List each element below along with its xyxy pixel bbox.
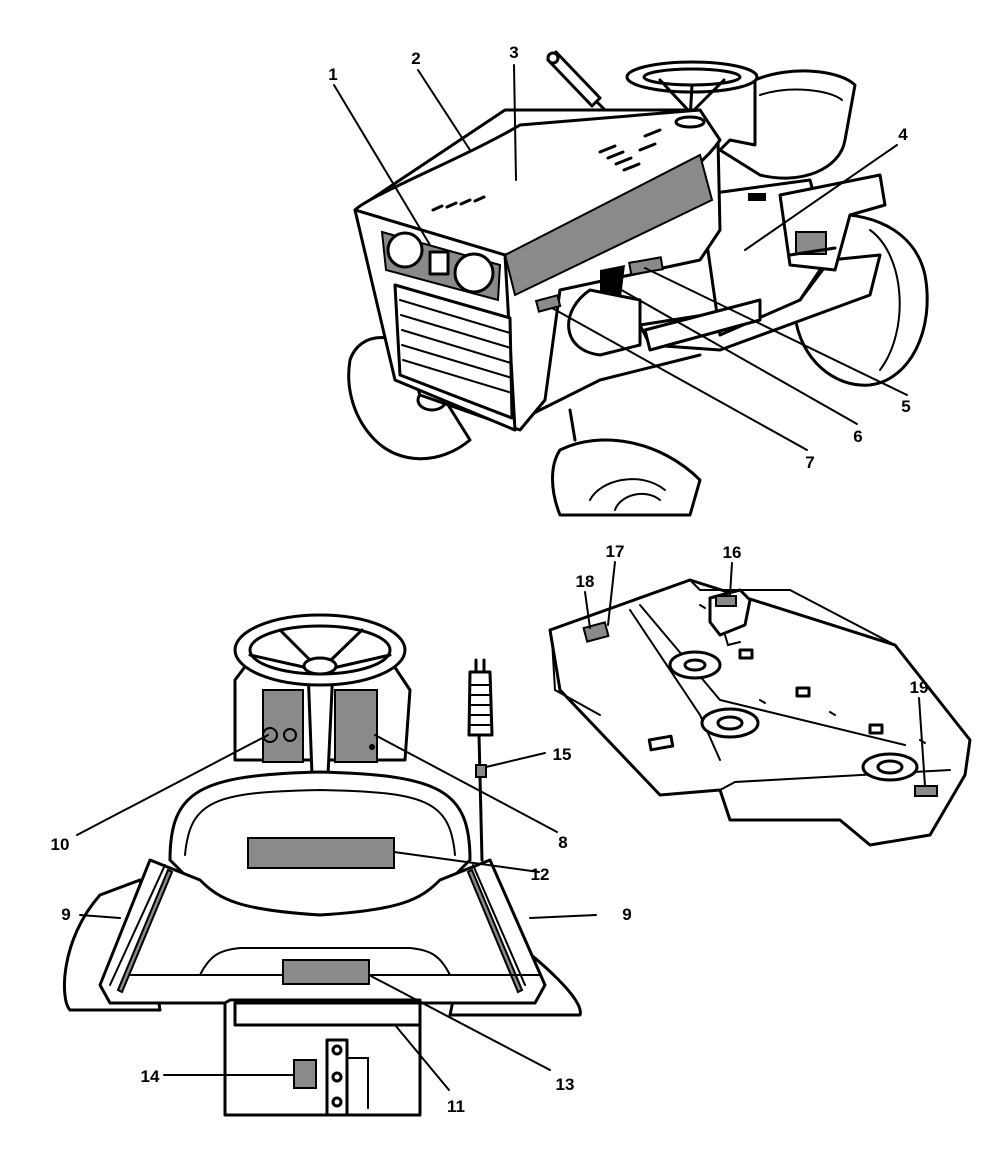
callout-8: 8 xyxy=(558,833,567,852)
callout-1: 1 xyxy=(328,65,337,84)
callout-18: 18 xyxy=(576,572,595,591)
mower-deck-drawing xyxy=(548,578,972,847)
callout-16: 16 xyxy=(723,543,742,562)
callout-2: 2 xyxy=(411,49,420,68)
callout-15: 15 xyxy=(553,745,572,764)
callout-7: 7 xyxy=(805,453,814,472)
callout-12: 12 xyxy=(531,865,550,884)
callout-9-left: 9 xyxy=(61,905,70,924)
callout-labels: 1 2 3 4 5 6 7 8 9 9 10 11 12 13 14 15 16… xyxy=(51,43,929,1116)
tractor-drawing xyxy=(347,50,929,517)
callout-11: 11 xyxy=(447,1097,465,1116)
callout-9-right: 9 xyxy=(622,905,631,924)
callout-14: 14 xyxy=(141,1067,160,1086)
callout-5: 5 xyxy=(901,397,910,416)
callout-6: 6 xyxy=(853,427,862,446)
callout-19: 19 xyxy=(910,678,929,697)
callout-4: 4 xyxy=(898,125,908,144)
callout-10: 10 xyxy=(51,835,70,854)
callout-17: 17 xyxy=(606,542,625,561)
rear-view-drawing xyxy=(62,613,582,1117)
callout-13: 13 xyxy=(556,1075,575,1094)
callout-3: 3 xyxy=(509,43,518,62)
leader-lines xyxy=(76,64,926,1091)
